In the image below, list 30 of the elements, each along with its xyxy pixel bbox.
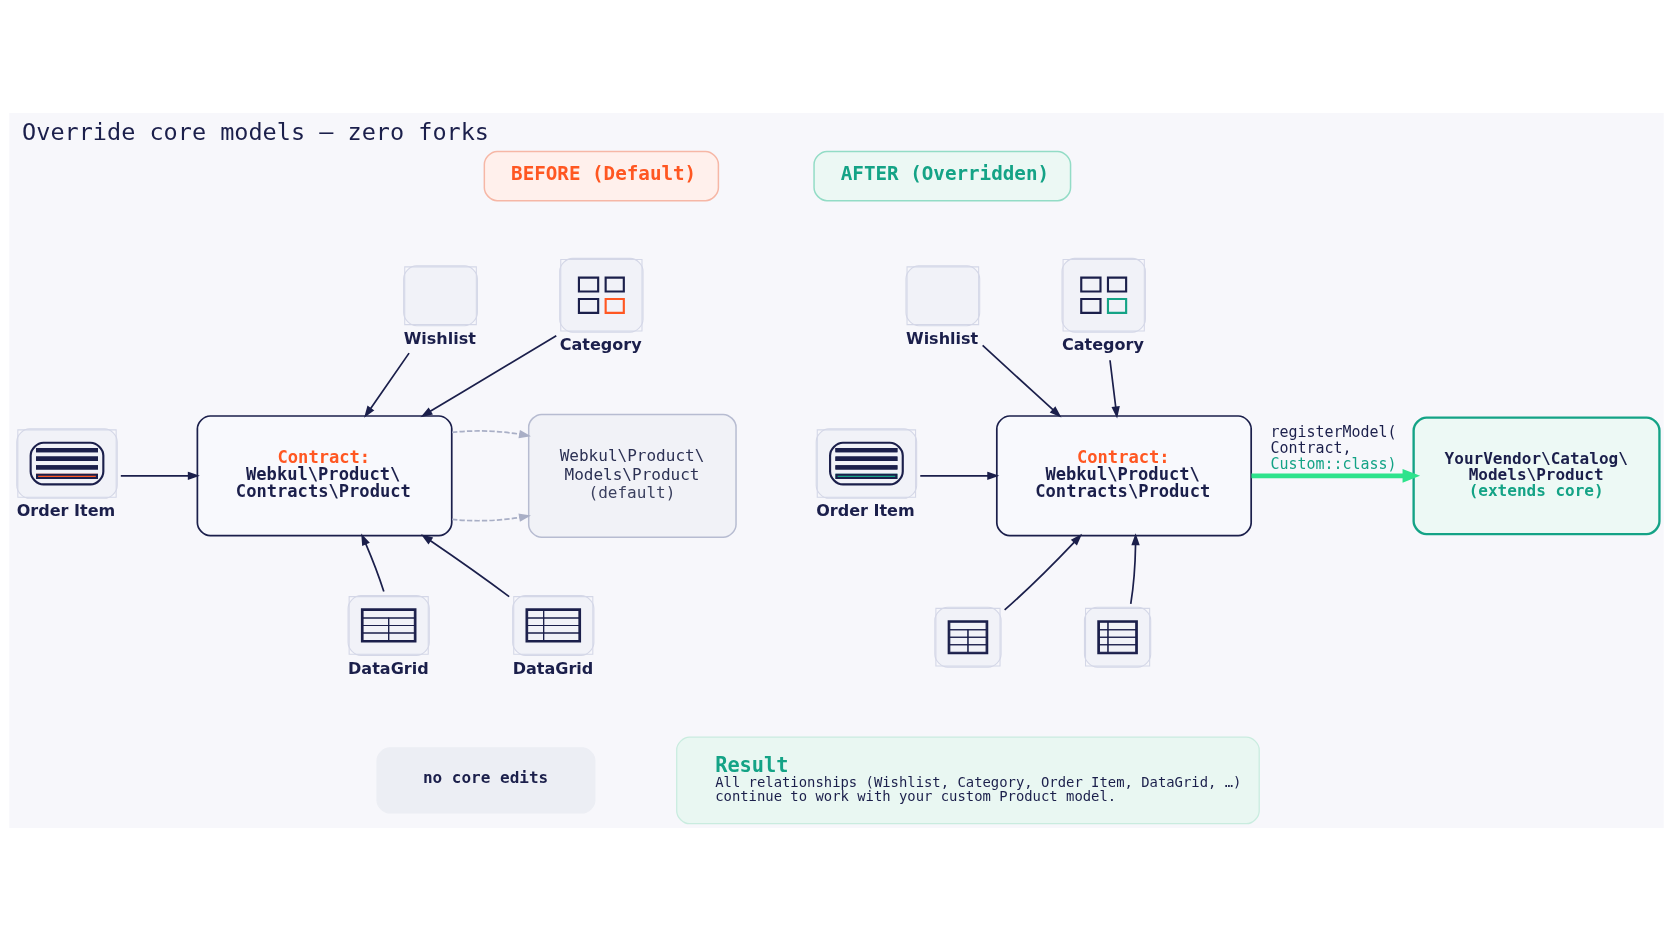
arrow bbox=[918, 471, 999, 481]
node-box: Contract: Webkul\Product\ Contracts\Product bbox=[196, 415, 453, 537]
arrow bbox=[1129, 533, 1140, 605]
diagram-title: Override core models — zero forks bbox=[21, 118, 489, 147]
node-box: YourVendor\Catalog\ Models\Product (extends core) bbox=[1411, 416, 1661, 536]
node-label: Category bbox=[559, 335, 642, 355]
node-box: Webkul\Product\ Models\Product (default) bbox=[527, 413, 737, 539]
arrow bbox=[981, 344, 1061, 418]
arrow bbox=[420, 334, 557, 418]
node-box: Result All relationships (Wishlist, Category, Order Item, DataGrid, …) continue to work with your custom Product model. bbox=[675, 736, 1260, 825]
node-label: Wishlist bbox=[905, 328, 978, 348]
arrow bbox=[450, 513, 531, 522]
node-label: DataGrid bbox=[347, 658, 429, 678]
arrow bbox=[450, 429, 531, 439]
node-box: BEFORE (Default) bbox=[483, 150, 719, 202]
node-box: AFTER (Overridden) bbox=[812, 150, 1071, 202]
node-label: Order Item bbox=[16, 501, 115, 521]
arrow bbox=[363, 352, 410, 418]
arrow bbox=[1250, 468, 1420, 483]
node-label: Category bbox=[1061, 335, 1144, 355]
arrow bbox=[119, 471, 200, 481]
node-label: DataGrid bbox=[512, 658, 593, 678]
arrow bbox=[1108, 359, 1120, 419]
arrow bbox=[1003, 533, 1082, 611]
edge-label: registerModel( Contract, Custom::class) bbox=[1269, 422, 1396, 473]
node-box: Contract: Webkul\Product\ Contracts\Product bbox=[995, 415, 1252, 537]
arrow bbox=[360, 533, 385, 593]
arrow bbox=[420, 534, 510, 598]
node-label: Order Item bbox=[815, 501, 915, 521]
node-label: Wishlist bbox=[403, 328, 476, 348]
